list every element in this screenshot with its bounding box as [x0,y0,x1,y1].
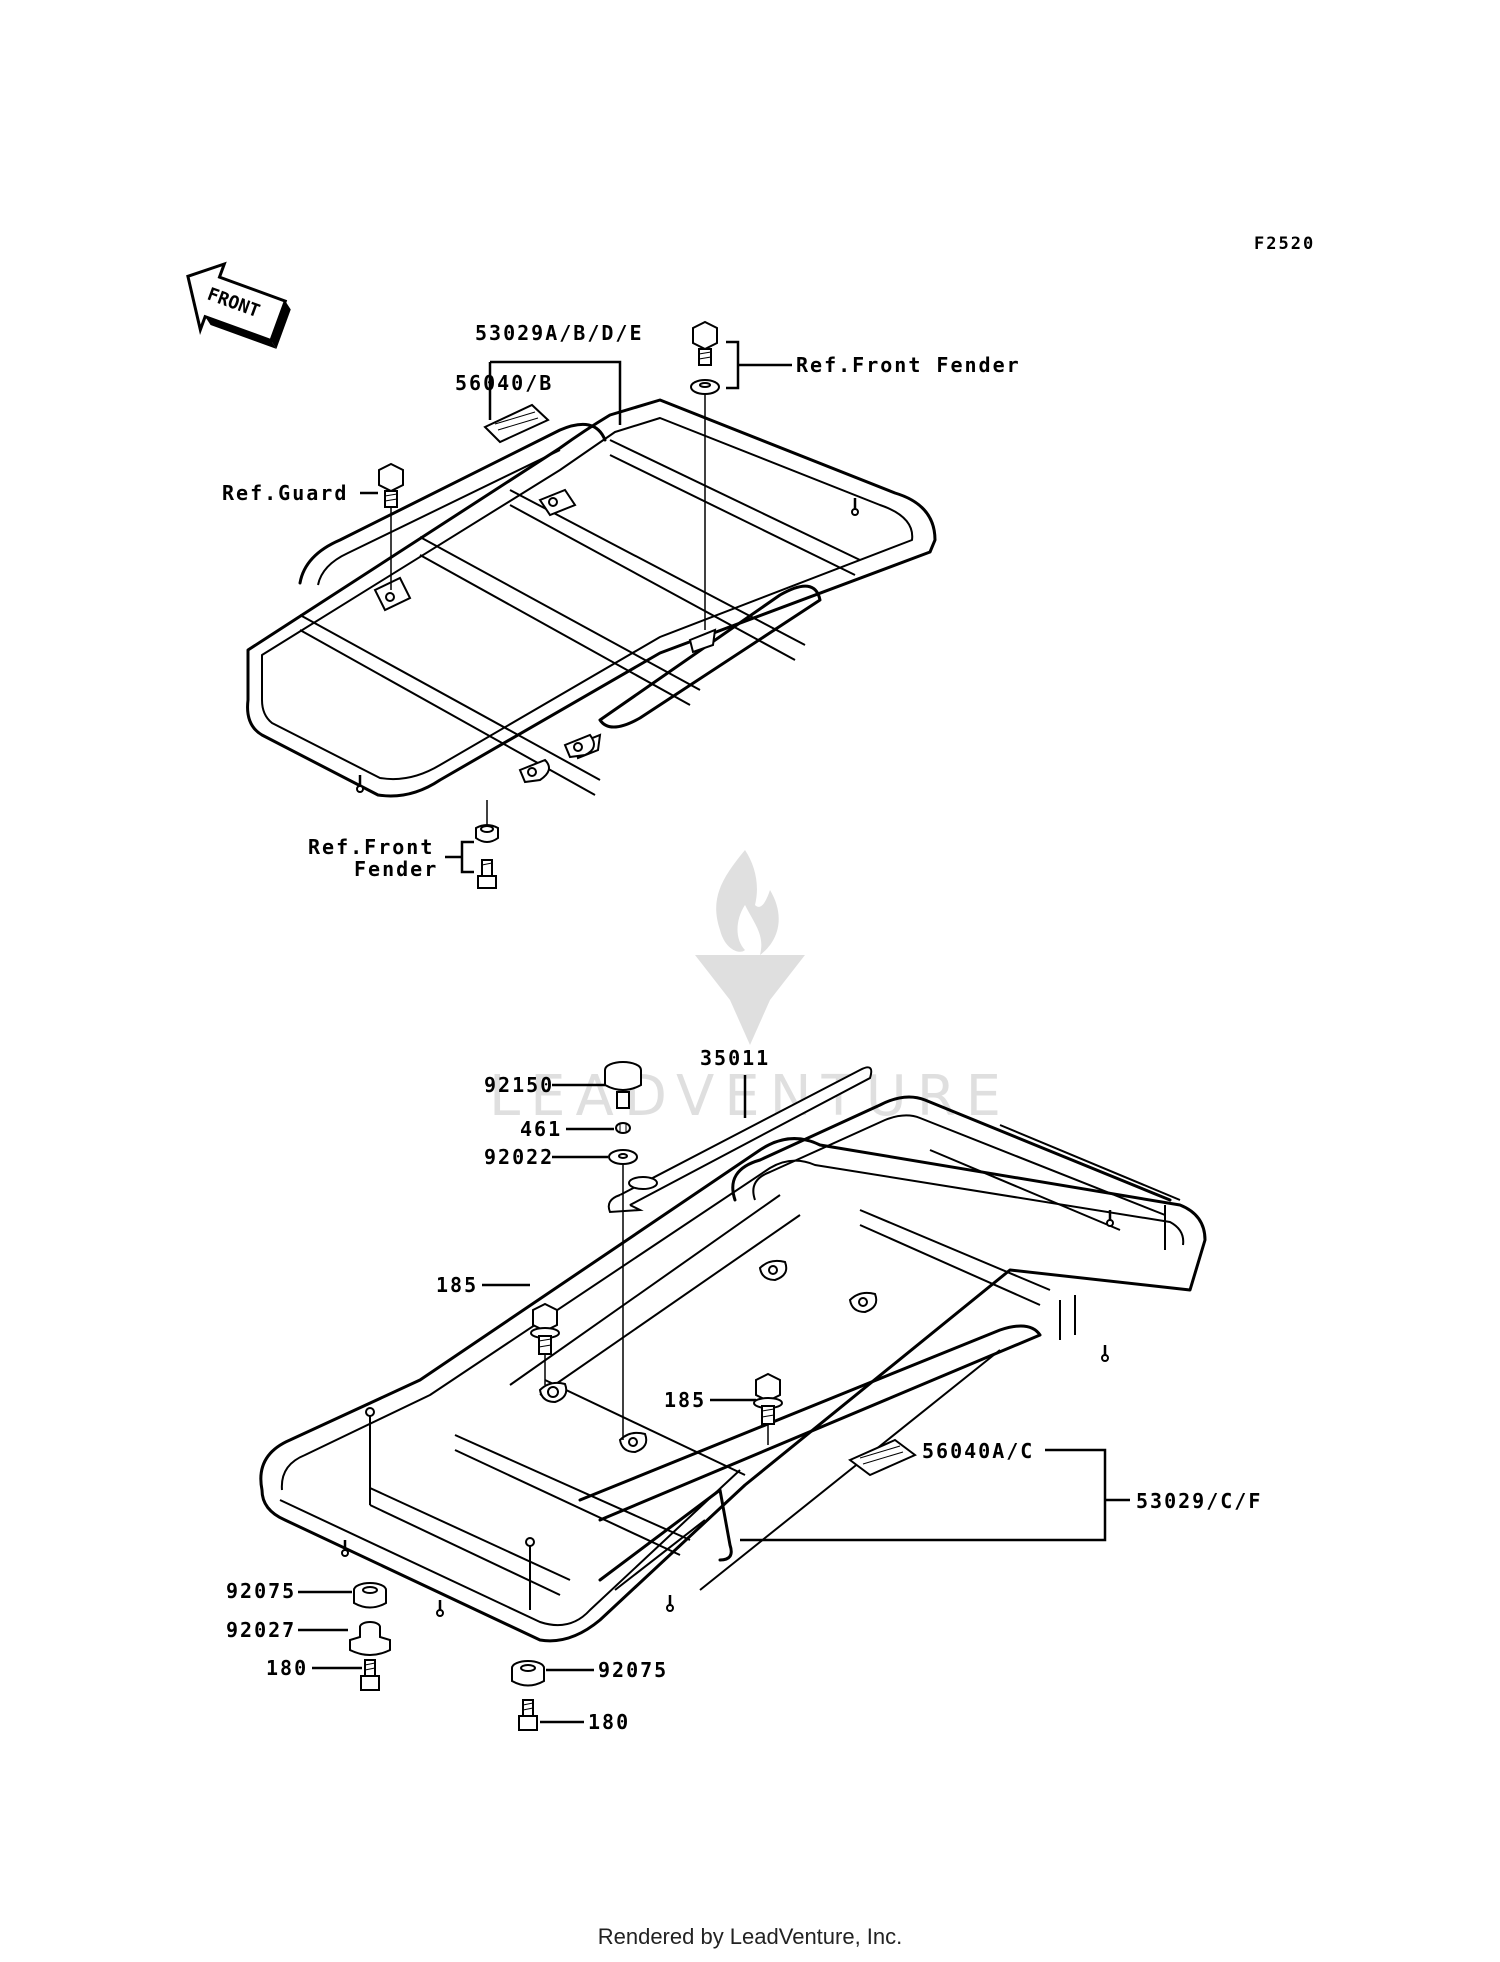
damper-right-icon [511,1660,545,1687]
watermark-text: LEADVENTURE [489,1064,1011,1129]
damper-left-part-label: 92075 [226,1579,296,1603]
leadventure-watermark: LEADVENTURE [489,850,1011,1129]
bolt-180-left-icon [360,1659,380,1691]
guard-bolt-icon [378,462,404,590]
front-arrow-icon: FRONT [186,261,291,349]
diagram-code: F2520 [1254,234,1315,254]
bolt-small-left-part-label: 180 [266,1656,308,1680]
bolt-180-right-icon [518,1699,538,1731]
rail-part-label: 35011 [700,1046,770,1070]
ref-front-fender-bottom-label-2: Fender [354,857,438,881]
collar-icon [349,1621,391,1656]
rear-label-part-label: 56040A/C [922,1439,1034,1463]
bolt-right-part-label: 185 [664,1388,706,1412]
bolt-small-right-part-label: 180 [588,1710,630,1734]
washer-part-label: 92022 [484,1145,554,1169]
damper-right-part-label: 92075 [598,1658,668,1682]
rear-carrier [259,1095,1207,1643]
ref-front-fender-top-label: Ref.Front Fender [796,353,1021,377]
rear-label-sticker [848,1438,917,1477]
front-label-sticker [483,403,550,444]
knob-part-label: 92150 [484,1073,554,1097]
damper-left-icon [353,1582,387,1609]
bolt-left-part-label: 185 [436,1273,478,1297]
bolt-185-right-icon [753,1372,783,1445]
front-carrier-part-label: 53029A/B/D/E [475,321,644,345]
front-label-part-label: 56040/B [455,371,553,395]
front-fender-lower-bolt-icon [475,800,499,889]
ref-guard-label: Ref.Guard [222,481,348,505]
rail-part [607,1066,873,1214]
nut-icon [615,1122,631,1134]
footer-credit: Rendered by LeadVenture, Inc. [597,1924,903,1949]
bolt-185-left-icon [530,1302,560,1385]
front-carrier [246,398,937,798]
nut-part-label: 461 [520,1117,562,1141]
collar-part-label: 92027 [226,1618,296,1642]
front-fender-bolt-icon [690,320,720,630]
rear-carrier-part-label: 53029/C/F [1136,1489,1262,1513]
knob-icon [604,1061,642,1109]
ref-front-fender-bottom-label-1: Ref.Front [308,835,434,859]
washer-icon [608,1149,638,1440]
